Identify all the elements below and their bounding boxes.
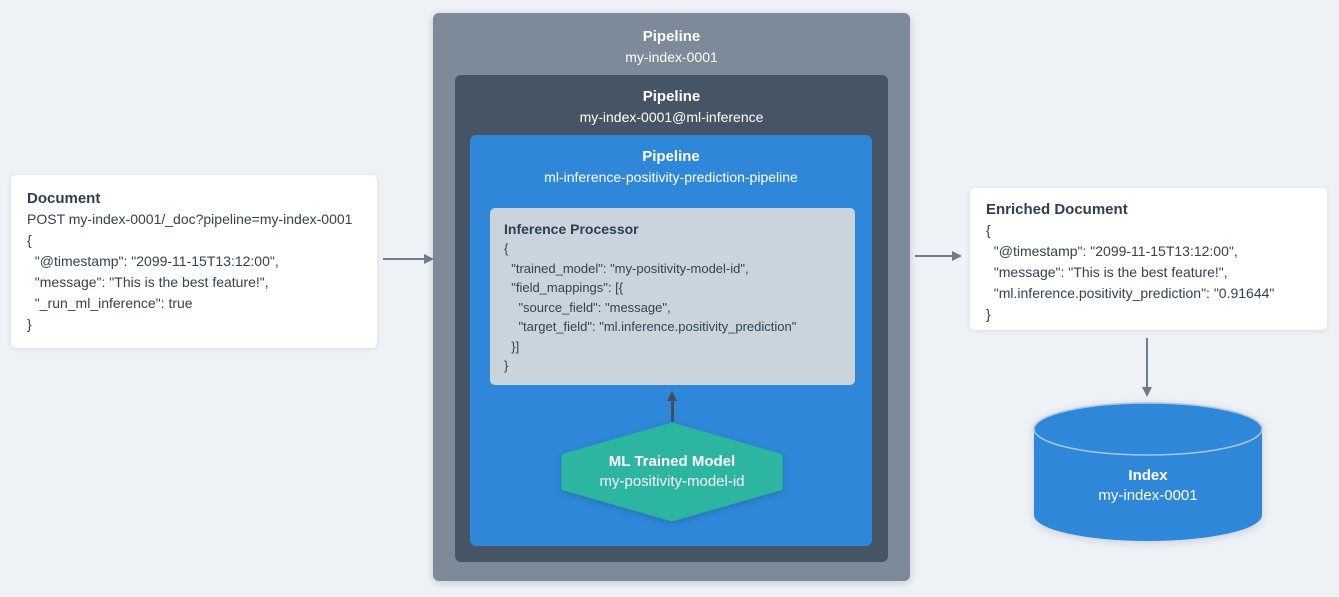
document-to-pipeline-arrow-icon	[383, 253, 434, 265]
pipeline-to-enriched-arrow-icon	[915, 250, 962, 262]
enriched-to-index-arrow-icon	[1141, 338, 1153, 397]
enriched-document-title: Enriched Document	[986, 201, 1128, 218]
index-label: Index my-index-0001	[1033, 466, 1263, 506]
pipeline-outer-title: Pipeline	[642, 28, 701, 45]
hexagon-shape-icon	[561, 422, 783, 522]
inference-processor-box: Inference Processor { "trained_model": "…	[490, 208, 855, 385]
ml-trained-model-hexagon: ML Trained Model my-positivity-model-id	[560, 422, 784, 522]
arrow-shaft	[670, 401, 674, 422]
pipeline-ml-inference-header: Pipeline my-index-0001@ml-inference	[455, 75, 888, 127]
arrow-shaft	[915, 255, 952, 257]
enriched-document-card: Enriched Document { "@timestamp": "2099-…	[970, 188, 1327, 330]
pipeline-prediction-header: Pipeline ml-inference-positivity-predict…	[470, 135, 872, 187]
enriched-document-code: { "@timestamp": "2099-11-15T13:12:00", "…	[986, 222, 1275, 322]
index-name: my-index-0001	[1098, 487, 1198, 504]
index-cylinder: Index my-index-0001	[1033, 402, 1263, 543]
inference-processor-title: Inference Processor	[504, 221, 639, 237]
arrow-head	[424, 254, 434, 264]
cylinder-shape-icon	[1033, 402, 1263, 541]
arrow-shaft	[383, 258, 424, 260]
inference-processor-code: { "trained_model": "my-positivity-model-…	[504, 241, 797, 373]
pipeline-ml-inference-title: Pipeline	[642, 88, 701, 105]
ml-trained-model-title: ML Trained Model	[608, 453, 736, 470]
document-card-title: Document	[27, 190, 101, 207]
arrow-head	[667, 391, 677, 401]
ml-trained-model-label: ML Trained Model my-positivity-model-id	[560, 422, 784, 522]
document-card-code: POST my-index-0001/_doc?pipeline=my-inde…	[27, 211, 353, 332]
arrow-shaft	[1146, 338, 1148, 387]
ml-trained-model-name: my-positivity-model-id	[599, 473, 745, 490]
index-title: Index	[1128, 467, 1168, 484]
document-card: Document POST my-index-0001/_doc?pipelin…	[11, 175, 377, 348]
pipeline-prediction-title: Pipeline	[642, 148, 700, 165]
model-to-processor-arrow-icon	[666, 391, 678, 422]
pipeline-ml-inference-name: my-index-0001@ml-inference	[579, 109, 764, 125]
pipeline-outer-header: Pipeline my-index-0001	[433, 13, 910, 67]
arrow-head	[952, 251, 962, 261]
pipeline-prediction-name: ml-inference-positivity-prediction-pipel…	[544, 169, 798, 185]
pipeline-outer-name: my-index-0001	[625, 49, 718, 65]
arrow-head	[1142, 387, 1152, 397]
